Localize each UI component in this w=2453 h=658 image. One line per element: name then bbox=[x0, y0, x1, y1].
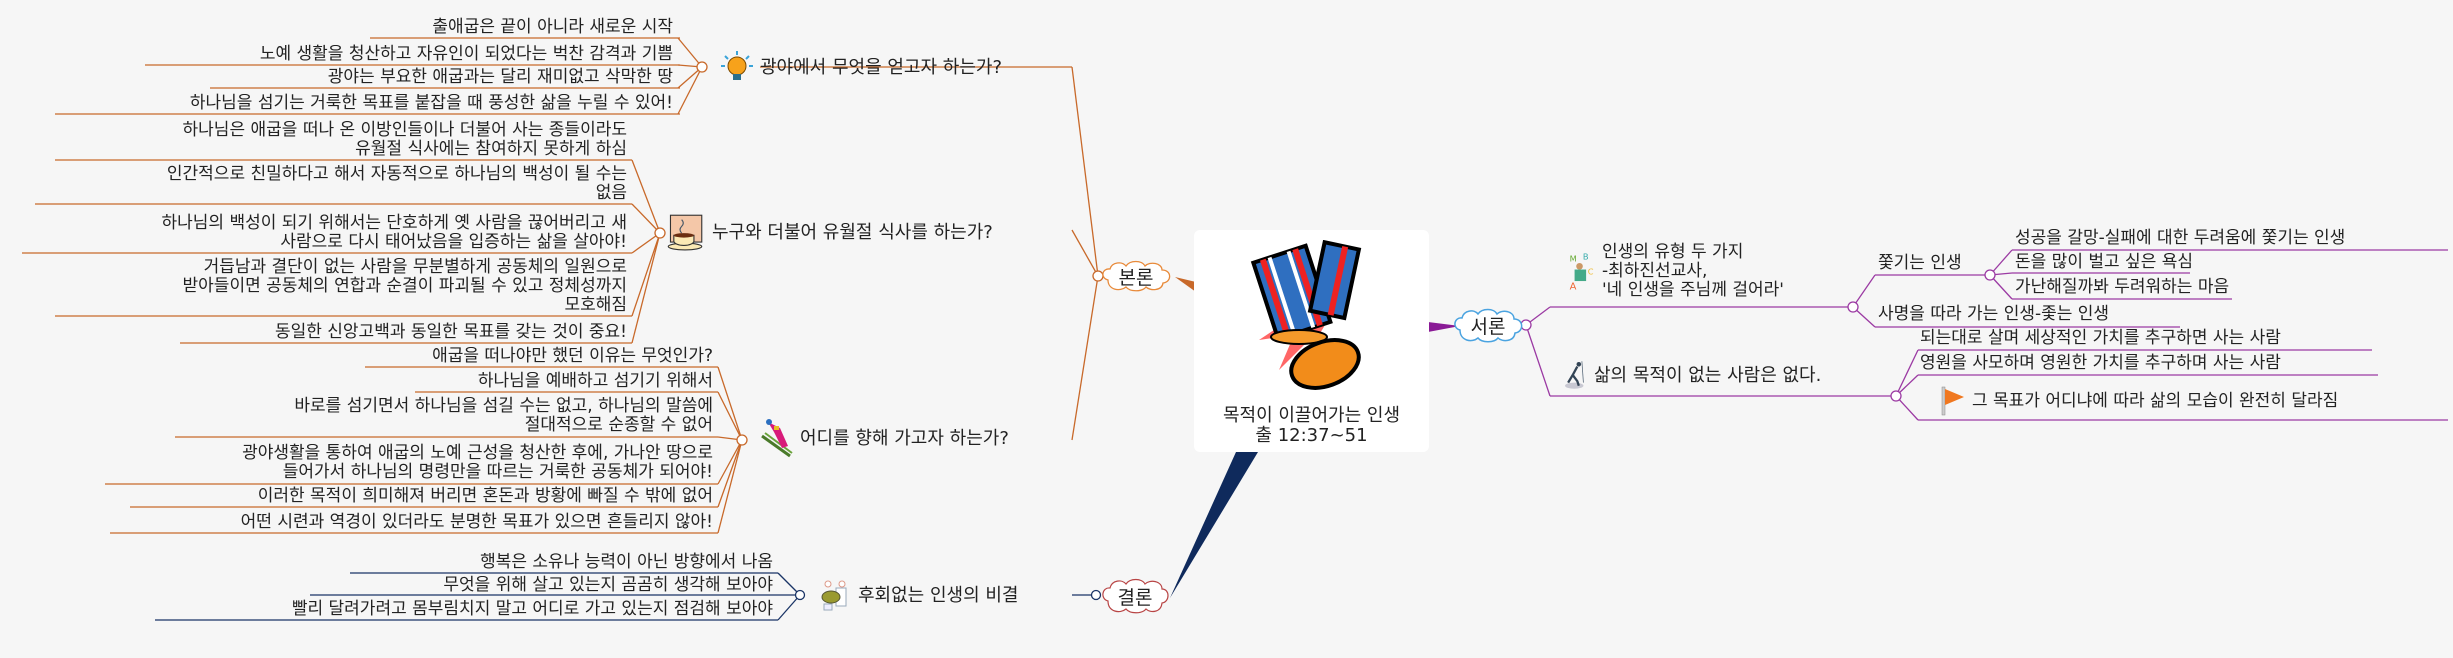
svg-text:A: A bbox=[1570, 281, 1577, 292]
subtopic-passover[interactable]: 누구와 더불어 유월절 식사를 하는가? bbox=[664, 213, 993, 251]
skier-icon bbox=[1565, 361, 1584, 389]
leaf-text: 광야생활을 통하여 애굽의 노예 근성을 청산한 후에, 가나안 땅으로 들어가… bbox=[242, 443, 713, 482]
leaf-text: 출애굽은 끝이 아니라 새로운 시작 bbox=[432, 17, 673, 37]
lightbulb-icon bbox=[721, 51, 753, 80]
leaf-text: 인간적으로 친밀하다고 해서 자동적으로 하나님의 백성이 될 수는 없음 bbox=[166, 164, 627, 203]
leaf-text: 노예 생활을 청산하고 자유인이 되었다는 벅찬 감격과 기쁨 bbox=[259, 44, 673, 64]
leaf-text: 가난해질까봐 두려워하는 마음 bbox=[2015, 277, 2230, 297]
subtopic-label: 후회없는 인생의 비결 bbox=[858, 584, 1019, 606]
child-topic-chased-life[interactable]: 쫓기는 인생 bbox=[1878, 253, 1962, 273]
subtopic-label: 어디를 향해 가고자 하는가? bbox=[800, 427, 1009, 449]
connector-seoron bbox=[1428, 322, 1460, 332]
coffee-cup-icon bbox=[667, 214, 703, 251]
medal-icon bbox=[1250, 240, 1362, 390]
leaf-text: 동일한 신앙고백과 동일한 목표를 갖는 것이 중요! bbox=[274, 322, 627, 342]
subtopic-label: 광야에서 무엇을 얻고자 하는가? bbox=[760, 56, 1002, 78]
leaf-text: 바로를 섬기면서 하나님을 섬길 수는 없고, 하나님의 말씀에 절대적으로 순… bbox=[294, 396, 713, 435]
leaf-text: 하나님의 백성이 되기 위해서는 단호하게 옛 사람을 끊어버리고 새 사람으로… bbox=[161, 213, 627, 252]
leaf-text: 하나님을 섬기는 거룩한 목표를 붙잡을 때 풍성한 삶을 누릴 수 있어! bbox=[189, 93, 673, 113]
subtopic-label: 인생의 유형 두 가지 -최하진선교사, '네 인생을 주님께 걸어라' bbox=[1602, 242, 1784, 300]
topic-gyeolron[interactable]: 결론 bbox=[1100, 578, 1170, 614]
leaf-with-flag: 그 목표가 어디냐에 따라 삶의 모습이 완전히 달라짐 bbox=[1940, 385, 2338, 417]
subtopic-life-purpose[interactable]: 삶의 목적이 없는 사람은 없다. bbox=[1562, 357, 1821, 393]
leaf-text: 그 목표가 어디냐에 따라 삶의 모습이 완전히 달라짐 bbox=[1972, 390, 2339, 411]
leaf-text: 행복은 소유나 능력이 아닌 방향에서 나옴 bbox=[480, 552, 773, 572]
subtopic-secret[interactable]: 후회없는 인생의 비결 bbox=[818, 578, 1018, 612]
topic-bonron[interactable]: 본론 bbox=[1100, 260, 1172, 292]
subtopic-label: 삶의 목적이 없는 사람은 없다. bbox=[1594, 364, 1822, 386]
subtopic-life-types[interactable]: M B C A 인생의 유형 두 가지 -최하진선교사, '네 인생을 주님께 … bbox=[1568, 243, 1784, 300]
subtopic-direction[interactable]: 어디를 향해 가고자 하는가? bbox=[760, 418, 1009, 458]
leaf-text: 이러한 목적이 희미해져 버리면 혼돈과 방황에 빠질 수 밖에 없어 bbox=[257, 486, 713, 506]
subtopic-label: 누구와 더불어 유월절 식사를 하는가? bbox=[712, 221, 993, 243]
topic-bonron-label: 본론 bbox=[1118, 266, 1154, 289]
flag-icon bbox=[1941, 386, 1964, 416]
svg-text:M: M bbox=[1570, 253, 1577, 263]
ski-jumper-icon bbox=[761, 419, 793, 458]
child-topic-mission-life[interactable]: 사명을 따라 가는 인생-좇는 인생 bbox=[1878, 304, 2110, 324]
connector-gyeolron bbox=[1170, 452, 1258, 598]
leaf-text: 거듭남과 결단이 없는 사람을 무분별하게 공동체의 일원으로 받아들이면 공동… bbox=[182, 257, 627, 315]
connector-bonron bbox=[1175, 277, 1196, 292]
svg-text:B: B bbox=[1583, 252, 1589, 262]
leaf-text: 돈을 많이 벌고 싶은 욕심 bbox=[2015, 252, 2194, 272]
central-title: 목적이 이끌어가는 인생 bbox=[1222, 405, 1401, 426]
leaf-text: 영원을 사모하며 영원한 가치를 추구하며 사는 사람 bbox=[1920, 353, 2281, 373]
cloud-shape-icon bbox=[1102, 578, 1169, 614]
central-subtitle: 출 12:37~51 bbox=[1255, 425, 1368, 446]
cloud-shape-icon bbox=[1102, 260, 1171, 292]
leaf-text: 하나님을 예배하고 섬기기 위해서 bbox=[477, 371, 713, 391]
leaf-text: 무엇을 위해 살고 있는지 곰곰히 생각해 보아야 bbox=[443, 575, 773, 595]
topic-seoron[interactable]: 서론 bbox=[1452, 308, 1524, 343]
leaf-text: 애굽을 떠나야만 했던 이유는 무엇인가? bbox=[432, 346, 713, 366]
leaf-text: 어떤 시련과 역경이 있더라도 분명한 목표가 있으면 흔들리지 않아! bbox=[240, 512, 713, 532]
cloud-shape-icon bbox=[1454, 308, 1523, 343]
topic-gyeolron-label: 결론 bbox=[1117, 586, 1153, 609]
leaf-text: 광야는 부요한 애굽과는 달리 재미없고 삭막한 땅 bbox=[327, 67, 673, 87]
leaf-text: 하나님은 애굽을 떠나 온 이방인들이나 더불어 사는 종들이라도 유월절 식사… bbox=[182, 120, 627, 159]
alphabet-kids-icon: M B C A bbox=[1570, 252, 1594, 293]
chefs-icon bbox=[821, 580, 847, 611]
svg-text:C: C bbox=[1588, 266, 1594, 276]
leaf-text: 성공을 갈망-실패에 대한 두려움에 쫓기는 인생 bbox=[2015, 228, 2346, 248]
leaf-text: 빨리 달려가려고 몸부림치지 말고 어디로 가고 있는지 점검해 보아야 bbox=[291, 599, 773, 619]
subtopic-wilderness[interactable]: 광야에서 무엇을 얻고자 하는가? bbox=[720, 50, 1002, 84]
topic-seoron-label: 서론 bbox=[1470, 316, 1506, 338]
leaf-text: 되는대로 살며 세상적인 가치를 추구하면 사는 사람 bbox=[1920, 328, 2281, 348]
central-topic[interactable]: 목적이 이끌어가는 인생 출 12:37~51 bbox=[1194, 230, 1429, 452]
